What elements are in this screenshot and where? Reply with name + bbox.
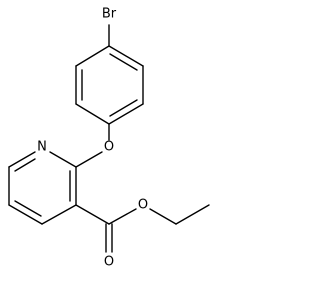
bond-layer (8, 24, 210, 253)
bond-pyr-c6-n (8, 151, 36, 168)
bond-pyr-carbonyl (75, 204, 110, 225)
bond-phenyl-1 (108, 45, 144, 67)
atom-label-layer: Br O N O O (37, 7, 148, 270)
bond-phenyl-double-a (109, 53, 138, 71)
bond-pyr-c4-c5 (8, 204, 43, 225)
bond-o-ch2 (149, 208, 177, 225)
bond-phenyl-3 (108, 103, 144, 125)
bond-pyr-n-c2 (49, 151, 77, 168)
bond-pyr-c3-c4 (41, 204, 77, 225)
atom-ester-oxygen-double: O (104, 255, 114, 270)
bond-pyr-double-b (14, 200, 42, 217)
structure-diagram: Br O N O O (8, 7, 210, 270)
bond-ch2-ch3 (175, 204, 210, 225)
bond-pyr-double-c (14, 158, 36, 172)
atom-pyridine-nitrogen: N (37, 140, 47, 155)
bond-phenyl-4 (75, 103, 110, 125)
bond-o-pyridine (75, 151, 103, 168)
atom-bromine: Br (102, 7, 117, 22)
atom-ether-oxygen: O (104, 140, 114, 155)
atom-ester-oxygen-single: O (138, 198, 148, 213)
bond-carbonyl-o-single (108, 208, 137, 225)
bond-phenyl-6 (75, 45, 110, 67)
bond-phenyl-double-b (109, 99, 138, 117)
